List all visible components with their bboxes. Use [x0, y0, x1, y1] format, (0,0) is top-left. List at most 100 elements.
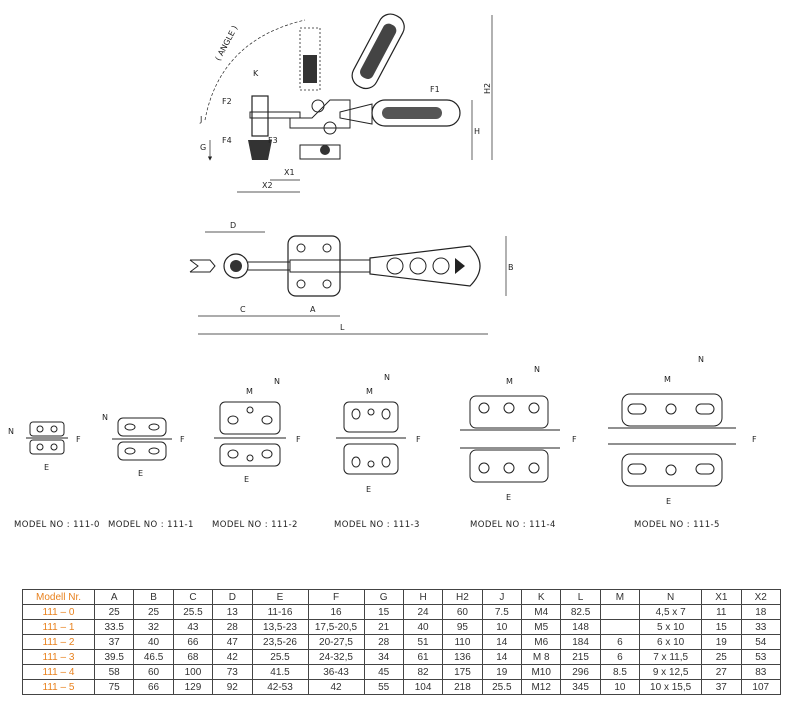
dim-m-111-4: M: [506, 377, 513, 386]
force-f2-label: F2: [222, 97, 232, 106]
table-cell: 104: [402, 679, 444, 695]
table-cell: M10: [520, 664, 562, 680]
table-cell: 45: [363, 664, 404, 680]
model-cell: 111 – 3: [22, 649, 95, 665]
model-cell: 111 – 1: [22, 619, 95, 635]
table-cell: 25.5: [251, 649, 309, 665]
table-cell: 66: [133, 679, 174, 695]
table-cell: 20-27,5: [307, 634, 365, 650]
table-cell: 40: [402, 619, 444, 635]
side-view-drawing: ( ANGLE ) G J H H2 K F1 F2 F3 F4 X1 X2: [199, 13, 493, 193]
model-label-111-1: MODEL NO : 111-1: [108, 520, 194, 530]
model-cell: 111 – 0: [22, 604, 95, 620]
table-cell: 5 x 10: [639, 619, 703, 635]
table-cell: 11-16: [251, 604, 309, 620]
table-cell: 19: [481, 664, 523, 680]
dim-h2-label: H2: [483, 83, 492, 94]
model-label-111-2: MODEL NO : 111-2: [212, 520, 298, 530]
table-cell: 37: [93, 634, 135, 650]
table-cell: 7.5: [481, 604, 523, 620]
table-cell: 41.5: [251, 664, 309, 680]
table-cell: 15: [363, 604, 404, 620]
table-cell: 95: [442, 619, 483, 635]
plate-111-5: N M F E: [608, 355, 757, 506]
plate-111-4: N M F E: [460, 365, 577, 502]
table-cell: 54: [740, 634, 781, 650]
table-cell: 110: [442, 634, 483, 650]
header-cell: N: [639, 589, 703, 605]
dim-f-111-2: F: [296, 435, 301, 444]
table-cell: 13: [212, 604, 253, 620]
spec-table: Modell Nr. A B C D E F G H H2 J K L M N …: [22, 589, 781, 695]
header-cell: G: [363, 589, 404, 605]
model-cell: 111 – 5: [22, 679, 95, 695]
table-cell: 25.5: [481, 679, 523, 695]
header-cell: H2: [442, 589, 483, 605]
table-cell: 23,5-26: [251, 634, 309, 650]
table-cell: 6 x 10: [639, 634, 703, 650]
table-cell: 17,5-20,5: [307, 619, 365, 635]
table-cell: 296: [560, 664, 601, 680]
dim-e-111-1: E: [138, 469, 143, 478]
model-cell: 111 – 4: [22, 664, 95, 680]
dim-x2-label: X2: [262, 181, 273, 190]
dim-g-label: G: [200, 143, 206, 152]
table-cell: 51: [402, 634, 444, 650]
dim-e-111-2: E: [244, 475, 249, 484]
dim-f-111-4: F: [572, 435, 577, 444]
dim-a-label: A: [310, 305, 316, 314]
dim-x1-label: X1: [284, 168, 295, 177]
table-cell: 60: [442, 604, 483, 620]
dim-n-111-1: N: [102, 413, 108, 422]
table-cell: M4: [520, 604, 562, 620]
dim-j-label: J: [199, 115, 202, 124]
dim-c-label: C: [240, 305, 246, 314]
table-cell: 73: [212, 664, 253, 680]
plate-111-1: N F E: [102, 413, 185, 478]
table-cell: 10 x 15,5: [639, 679, 703, 695]
table-cell: 36-43: [307, 664, 365, 680]
table-cell: 24: [402, 604, 444, 620]
table-cell: 39.5: [93, 649, 135, 665]
force-f4-label: F4: [222, 136, 232, 145]
table-cell: 100: [172, 664, 214, 680]
header-cell: Modell Nr.: [22, 589, 95, 605]
table-cell: 58: [93, 664, 135, 680]
table-cell: 25.5: [172, 604, 214, 620]
table-cell: M5: [520, 619, 562, 635]
table-cell: 9 x 12,5: [639, 664, 703, 680]
table-cell: 218: [442, 679, 483, 695]
base-plate-views: N F E N F E N M F E N M F E: [8, 355, 757, 506]
table-cell: 55: [363, 679, 404, 695]
dim-m-111-3: M: [366, 387, 373, 396]
table-cell: 175: [442, 664, 483, 680]
plate-111-3: N M F E: [336, 373, 421, 494]
table-cell: 28: [212, 619, 253, 635]
table-cell: M12: [520, 679, 562, 695]
table-cell: 15: [701, 619, 742, 635]
table-cell: 21: [363, 619, 404, 635]
dim-e-111-0: E: [44, 463, 49, 472]
table-cell: 83: [740, 664, 781, 680]
model-cell: 111 – 2: [22, 634, 95, 650]
table-cell: 32: [133, 619, 174, 635]
dim-e-111-4: E: [506, 493, 511, 502]
table-header-row: Modell Nr. A B C D E F G H H2 J K L M N …: [22, 589, 781, 605]
table-cell: 215: [560, 649, 601, 665]
dim-f-111-0: F: [76, 435, 81, 444]
header-cell: B: [133, 589, 174, 605]
table-cell: 13,5-23: [251, 619, 309, 635]
dim-f-111-1: F: [180, 435, 185, 444]
table-cell: 107: [740, 679, 781, 695]
dim-h-label: H: [474, 127, 480, 136]
table-cell: 82.5: [560, 604, 601, 620]
table-cell: 14: [481, 649, 523, 665]
header-cell: D: [212, 589, 253, 605]
dim-e-111-5: E: [666, 497, 671, 506]
table-cell: 33.5: [93, 619, 135, 635]
header-cell: C: [172, 589, 214, 605]
dim-n-111-2: N: [274, 377, 280, 386]
dim-n-111-4: N: [534, 365, 540, 374]
